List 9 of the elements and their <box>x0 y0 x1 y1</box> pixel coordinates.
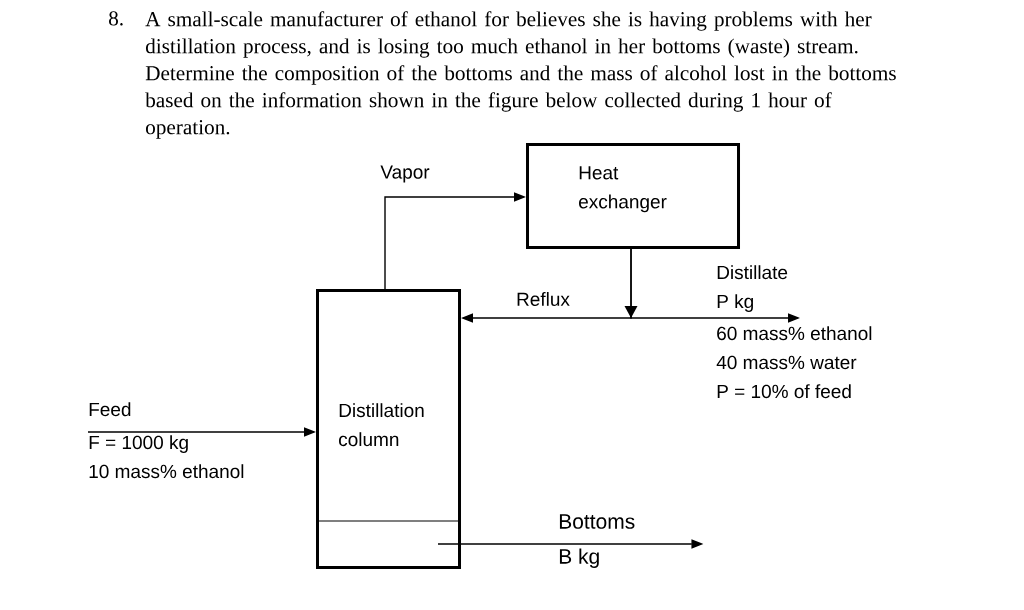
edge-label: Vapor <box>380 165 430 183</box>
edge-label: Reflux <box>517 292 570 306</box>
question-number: 8. <box>109 11 123 26</box>
bottoms-stream-label: Bottoms B kg <box>559 514 635 568</box>
feed-stream-label: Feed F = 1000 kg 10 mass% ethanol <box>89 402 244 479</box>
question-text: A small-scale manufacturer of ethanol for believes she is having problems with her distillation process, and is losing too much ethanol in her bottoms (waste) stream. Determine the composition of the bottoms and the mass of alcohol lost in the bottoms based on the information shown in the figure below collected during 1 hour of operation. <box>145 11 896 139</box>
distillation-column: Distillation column <box>315 289 461 569</box>
distillate-stream-label: Distillate P kg 60 mass% ethanol 40 mass% water P = 10% of feed <box>716 265 872 399</box>
heat-exchanger-box: Heat exchanger <box>526 143 740 249</box>
